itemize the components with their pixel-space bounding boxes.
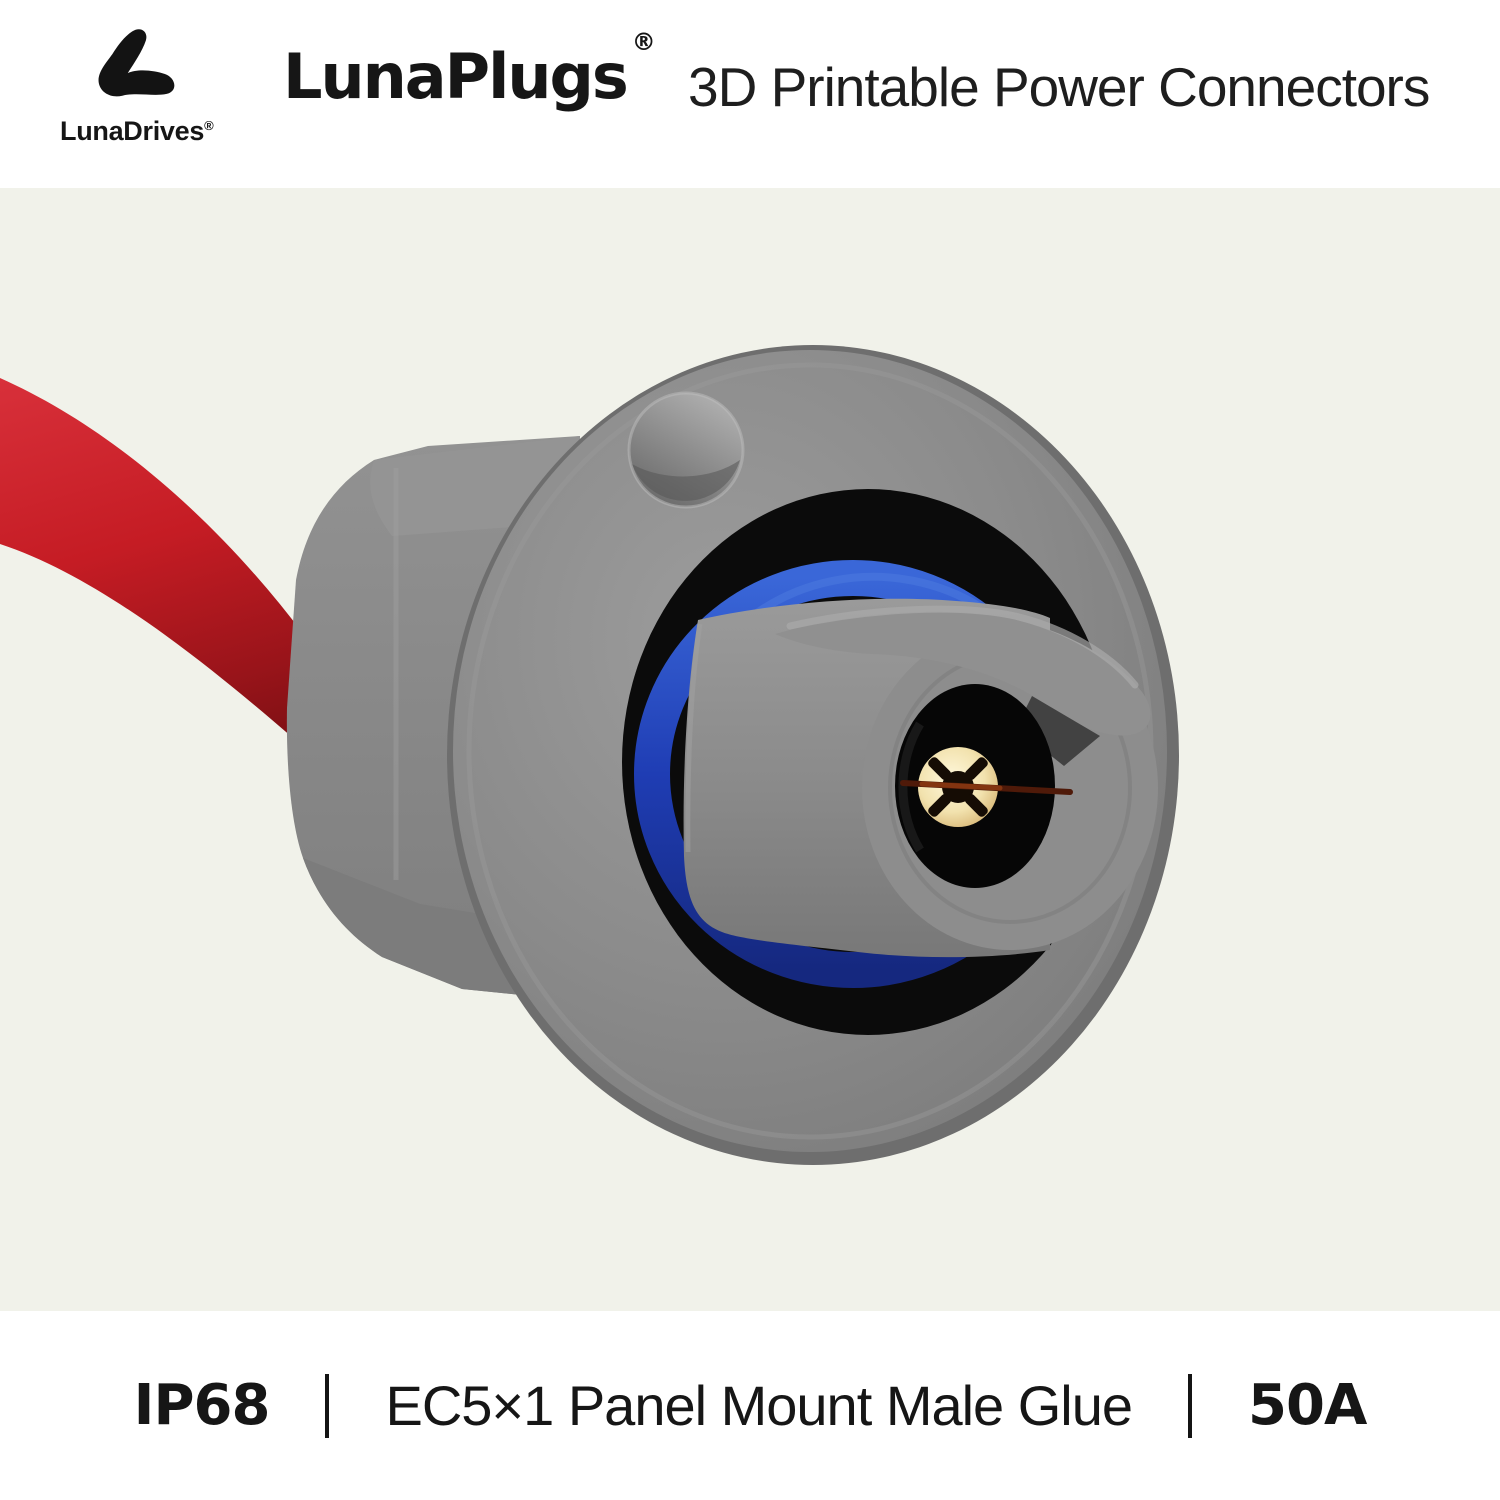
registered-mark: ® (204, 118, 214, 133)
spec-bar: IP68 EC5×1 Panel Mount Male Glue 50A (0, 1311, 1500, 1500)
spec-current-rating: 50A (1248, 1372, 1367, 1438)
latch-arm (775, 605, 1151, 736)
red-cable (0, 378, 372, 806)
latch-shadow (1016, 696, 1100, 766)
tagline: 3D Printable Power Connectors (688, 56, 1430, 118)
brand-block: LunaDrives® (60, 26, 214, 146)
brand-name-text: LunaDrives (60, 116, 205, 146)
product-line-title: LunaPlugs® (283, 30, 656, 108)
divider (325, 1373, 330, 1438)
product-line-text: LunaPlugs (283, 40, 629, 113)
flange-notch (627, 391, 745, 509)
wire-strand (900, 780, 1073, 795)
divider (1188, 1373, 1193, 1438)
lunadrives-logo-icon (98, 29, 175, 97)
registered-mark: ® (631, 28, 656, 57)
connector-render (0, 345, 1179, 1165)
header: LunaDrives® LunaPlugs® 3D Printable Powe… (0, 0, 1500, 188)
render-stage (0, 188, 1500, 1311)
spec-ip-rating: IP68 (133, 1372, 271, 1438)
spec-product-name: EC5×1 Panel Mount Male Glue (385, 1373, 1133, 1437)
brand-name: LunaDrives® (60, 116, 214, 146)
